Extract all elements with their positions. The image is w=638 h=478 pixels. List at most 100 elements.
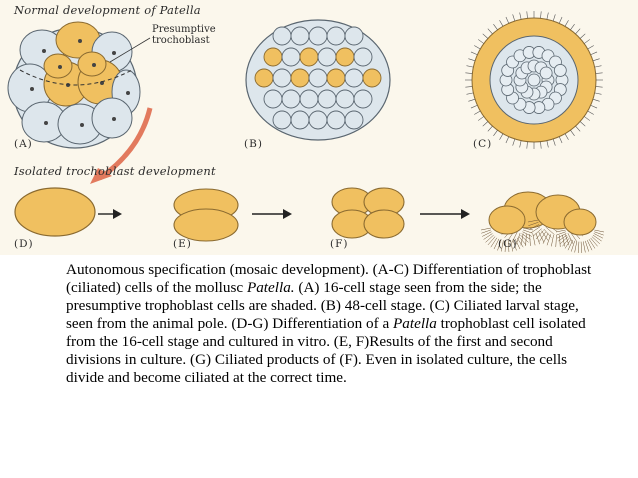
cilium (587, 45, 594, 50)
embryo-b-cell (272, 68, 292, 88)
embryo-b-cell (308, 68, 328, 88)
cilium (591, 236, 600, 245)
embryo-b-cell (290, 110, 310, 130)
embryo-b-cell (290, 68, 310, 88)
embryo-a-cell (43, 53, 73, 79)
cilium (487, 236, 496, 246)
panel-label-g: (G) (498, 238, 518, 250)
cilium (594, 231, 604, 236)
cilium (592, 234, 602, 242)
cilium (519, 140, 522, 148)
cilium (594, 65, 602, 68)
cilium (505, 136, 510, 144)
panel-label-f: (F) (330, 238, 349, 250)
cilium (523, 227, 534, 231)
heading-isolated-development: Isolated trochoblast development (14, 164, 216, 178)
embryo-b-cell (263, 89, 283, 109)
cilium (583, 39, 590, 44)
cilium (470, 104, 478, 109)
isolated-cell-d (14, 187, 96, 237)
cilium (540, 11, 542, 19)
sequence-arrow-head (283, 209, 292, 219)
cell-e-bottom (173, 208, 239, 242)
cilium (533, 228, 542, 237)
embryo-b-cell (344, 68, 364, 88)
embryo-b-cell (263, 47, 283, 67)
embryo-b-cell (281, 89, 301, 109)
curved-arrow-head (90, 168, 112, 184)
panel-label-b: (B) (244, 138, 263, 150)
cilium (583, 116, 590, 121)
cilium (594, 229, 605, 233)
cilium (504, 240, 507, 252)
cilium (482, 33, 489, 39)
cilium (493, 238, 500, 250)
cilium (546, 234, 552, 246)
cilium (552, 14, 556, 22)
cilium (564, 20, 569, 27)
embryo-b-cell (326, 110, 346, 130)
cilium (539, 231, 546, 242)
cell-nucleus (44, 121, 48, 125)
cilium (586, 240, 593, 251)
cilium (505, 16, 510, 24)
cilium (542, 233, 549, 244)
caption-run-0: Autonomous specification (mosaic develop… (66, 261, 592, 296)
cilium (520, 233, 524, 246)
cilium (493, 24, 498, 31)
embryo-a-cell (77, 51, 107, 77)
cilium (468, 98, 476, 102)
cilium (575, 28, 581, 35)
sequence-arrow-head (461, 209, 470, 219)
cell-f (363, 209, 405, 239)
embryo-b-cell (335, 47, 355, 67)
cell-nucleus (30, 87, 34, 91)
cilium (518, 236, 527, 246)
cilium (575, 125, 581, 132)
panel-label-e: (E) (173, 238, 192, 250)
cilium (474, 110, 481, 115)
cilium (535, 230, 544, 240)
embryo-48-cell-b (245, 19, 391, 141)
embryo-b-cell (326, 26, 346, 46)
cilium (470, 51, 478, 56)
cilium (593, 233, 604, 239)
figure-drawing (7, 11, 605, 253)
cilium (512, 14, 516, 22)
cilium (485, 234, 494, 243)
panel-label-a: (A) (14, 138, 33, 150)
two-cell-e (173, 188, 239, 242)
cilium (483, 233, 493, 240)
cilium (556, 233, 567, 239)
cilium (527, 219, 539, 223)
cilium (507, 240, 510, 252)
cilium (579, 121, 586, 127)
annotation-line-2: trochoblast (152, 35, 210, 46)
cilium (538, 231, 545, 243)
cilium (588, 239, 596, 249)
heading-normal-development: Normal development of Patella (14, 3, 201, 17)
cilium (564, 239, 572, 249)
ciliated-cells-g (480, 191, 605, 253)
cell-nucleus (42, 49, 46, 53)
cilium (579, 33, 586, 39)
embryo-b-cell (326, 68, 346, 88)
cilium (570, 129, 575, 136)
cilium (482, 231, 492, 237)
cilium (587, 110, 594, 115)
embryo-b-cell (317, 89, 337, 109)
cilium (570, 240, 575, 252)
embryo-b-cell (290, 26, 310, 46)
cilium (570, 24, 575, 31)
cilium (466, 65, 474, 68)
cell-g (563, 208, 597, 236)
cell-g (488, 205, 526, 235)
cilium (478, 39, 485, 44)
cell-nucleus (112, 117, 116, 121)
cilium (499, 20, 504, 27)
embryo-b-cell (254, 68, 274, 88)
caption-run-3: Patella (392, 315, 437, 332)
larva-c (465, 11, 603, 149)
cilium (556, 231, 566, 236)
cilium (514, 238, 521, 250)
